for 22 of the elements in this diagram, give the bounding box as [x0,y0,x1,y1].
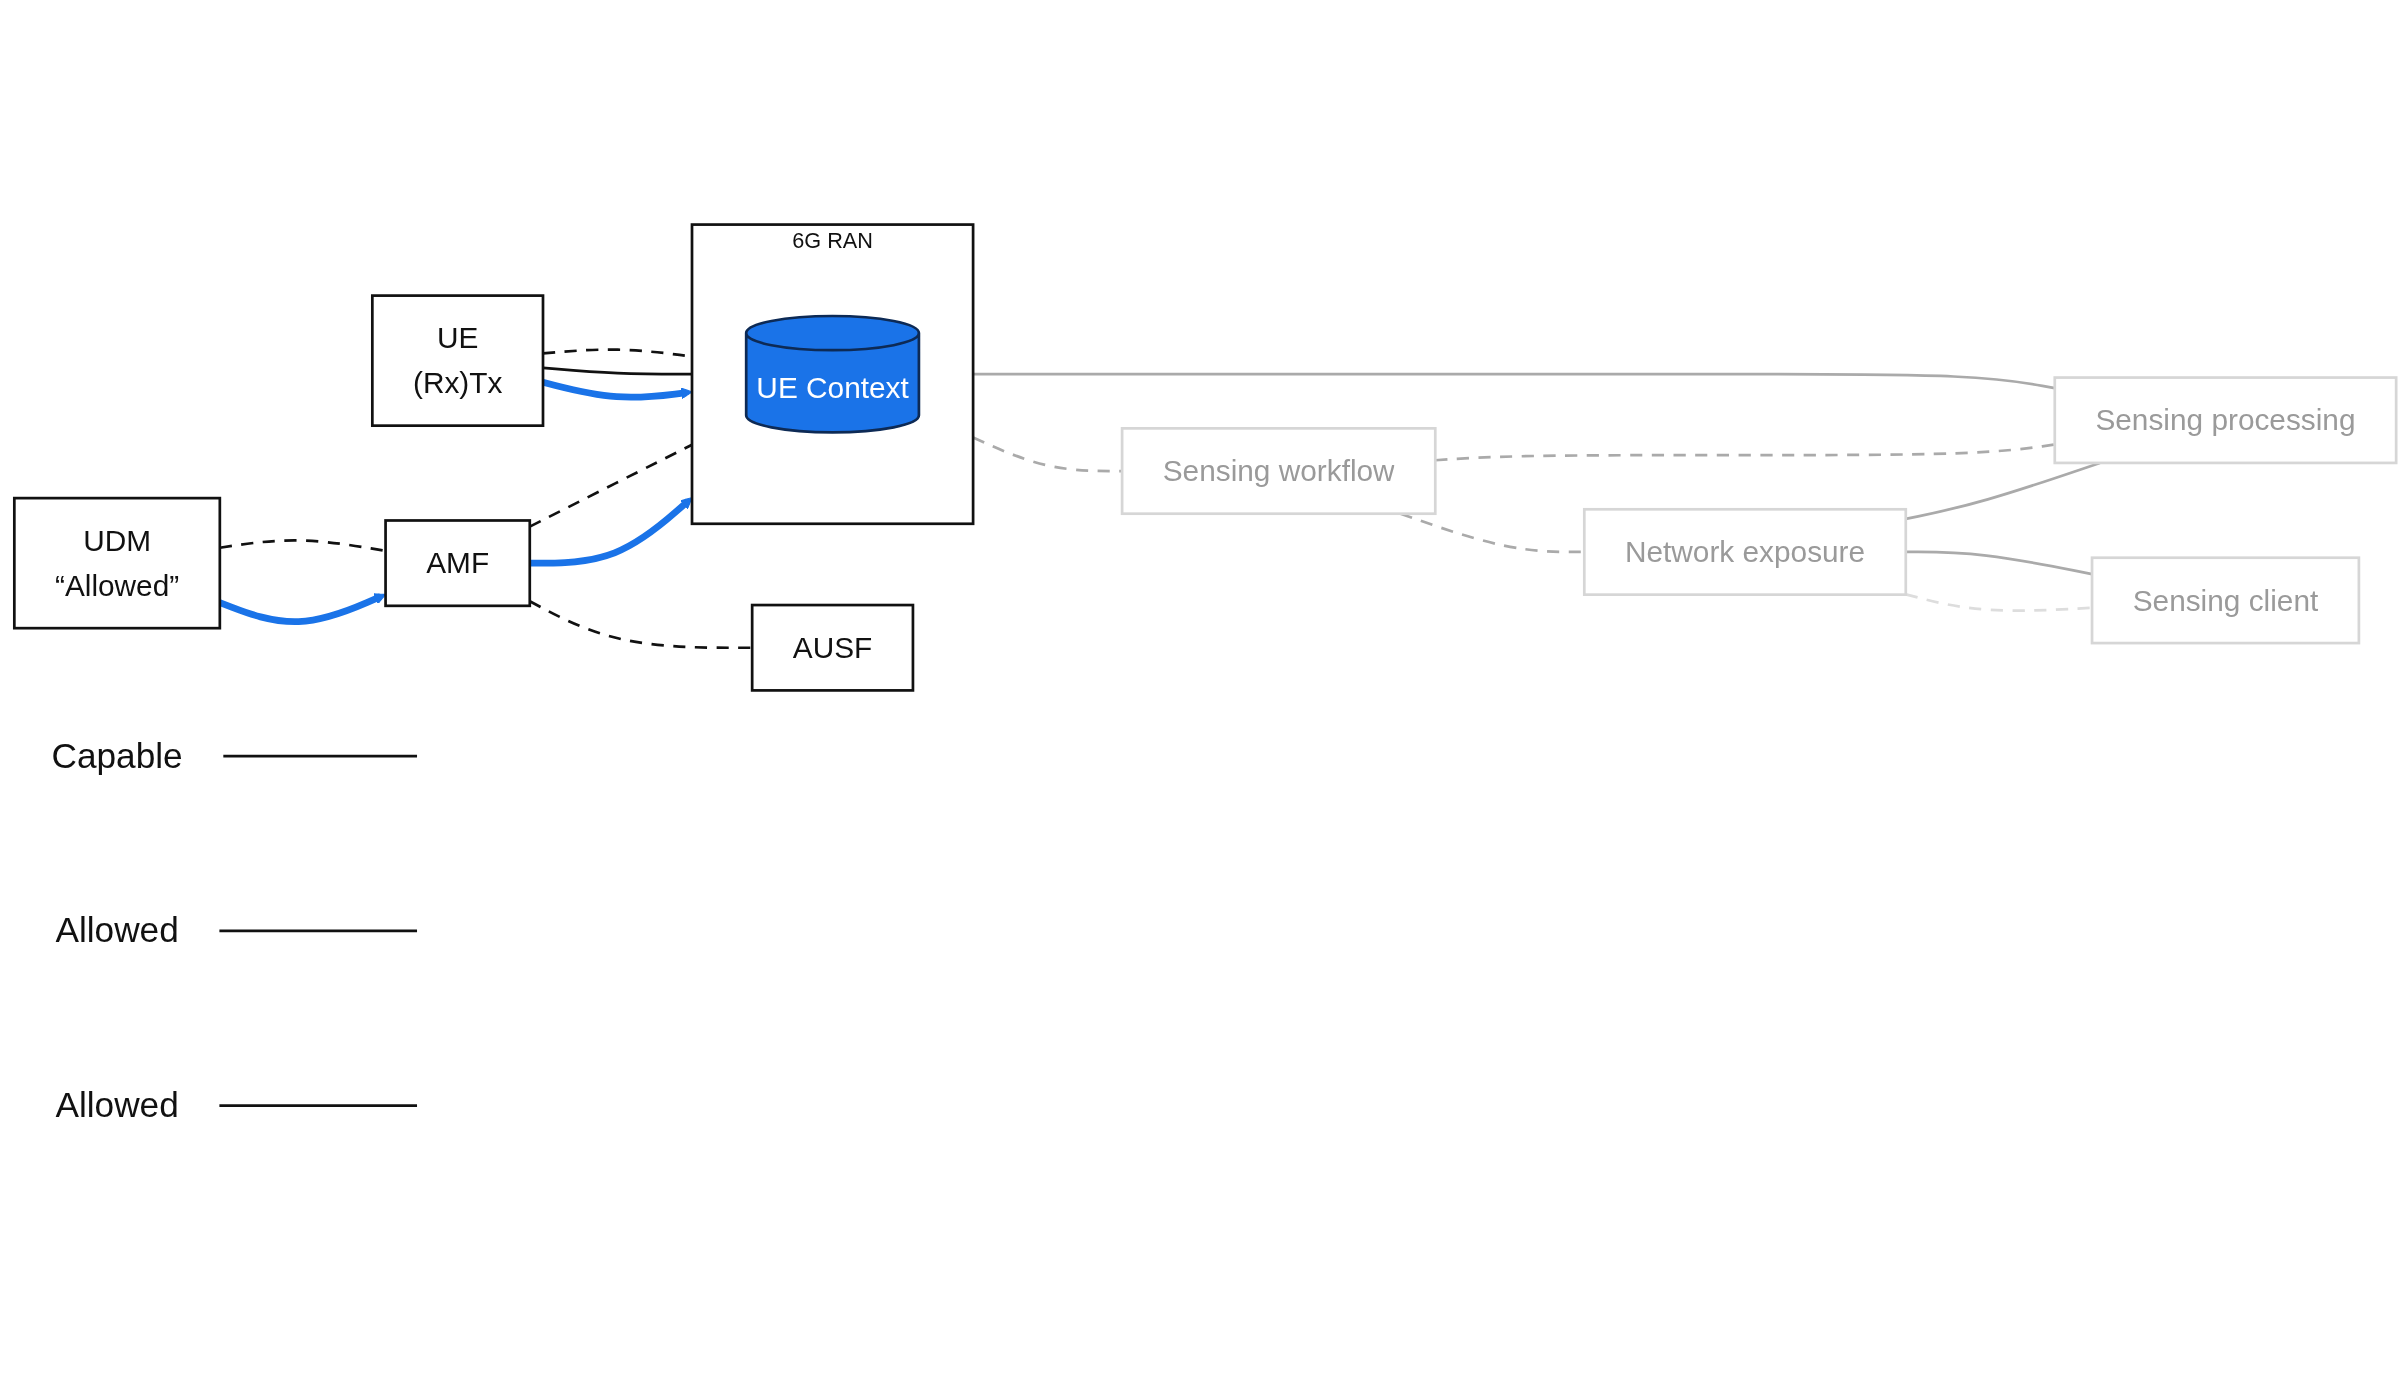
node-box: UE (Rx)Tx [370,294,545,427]
node-box: Sensing workflow [1120,427,1437,516]
arrow [542,379,693,401]
node-text: Allowed [55,909,179,951]
node-box: Network exposure [1582,507,1908,596]
connector-line [219,539,386,553]
node-text: Capable [51,735,183,776]
connector-line [529,600,753,650]
connector-line [1905,593,2093,612]
node-box: UDM “Allowed” [12,496,222,630]
leader-line [219,1104,418,1108]
arrow [529,497,693,567]
node-box: AUSF [750,603,915,692]
connector-line [529,443,693,528]
leader-line [223,754,418,758]
node-box: Sensing client [2090,556,2361,645]
connector-line [1435,443,2055,462]
node-text: Allowed [55,1084,179,1126]
connector-line [1905,550,2093,576]
leader-line [219,929,418,933]
node-box: Sensing processing [2053,376,2398,465]
node-box: AMF [384,519,532,608]
